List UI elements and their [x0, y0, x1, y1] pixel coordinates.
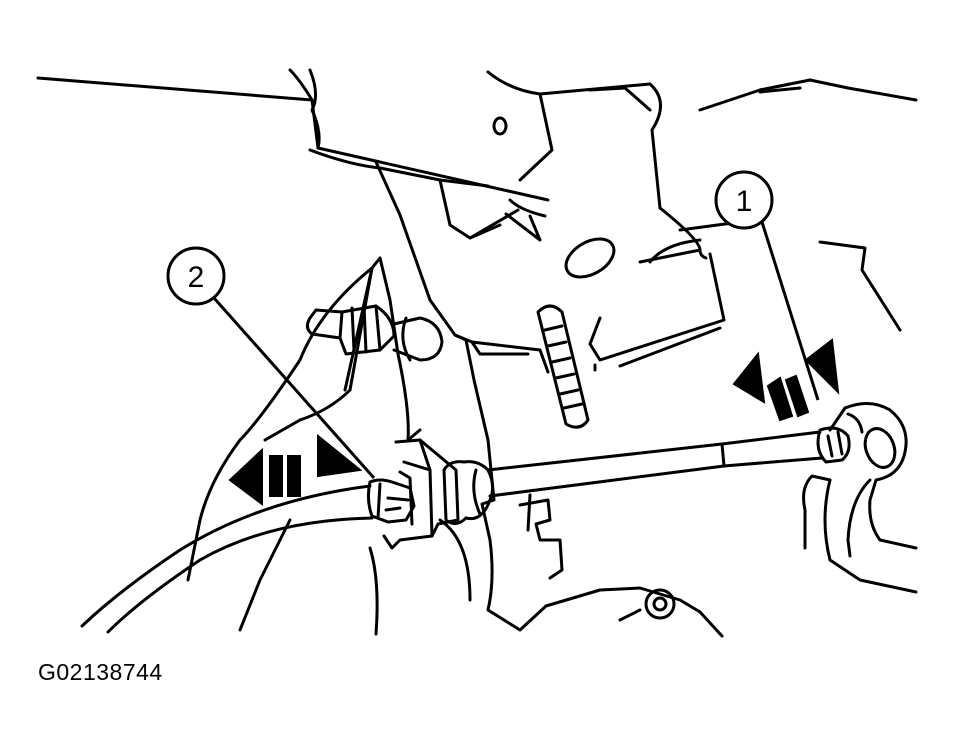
- cable-connector-left: [366, 478, 416, 524]
- parking-brake-lever: [802, 402, 918, 594]
- direction-arrow-icon: [732, 338, 840, 422]
- front-cable-bracket: [382, 438, 460, 550]
- body-panel: [36, 68, 708, 302]
- cable-end-ferrule-right: [816, 412, 864, 464]
- small-hole: [492, 116, 508, 136]
- rear-cable: [486, 430, 824, 498]
- lower-left-frame: [186, 266, 472, 636]
- oval-hole: [564, 237, 616, 279]
- callout-2-label: 2: [188, 261, 205, 294]
- mounting-bracket: [588, 78, 918, 372]
- cable-equalizer: [442, 460, 495, 525]
- callout-1: 1: [714, 170, 820, 401]
- threaded-rod: [536, 304, 590, 429]
- direction-arrow-icon: [228, 433, 363, 506]
- front-cable: [80, 484, 374, 634]
- callout-1-label: 1: [736, 185, 753, 218]
- cable-bracket-clip: [518, 493, 564, 580]
- callout-2: 2: [166, 246, 376, 479]
- figure-id-label: G02138744: [38, 659, 163, 685]
- mounting-stud: [305, 304, 444, 362]
- center-mount: [343, 256, 724, 638]
- lower-bracket: [644, 588, 676, 620]
